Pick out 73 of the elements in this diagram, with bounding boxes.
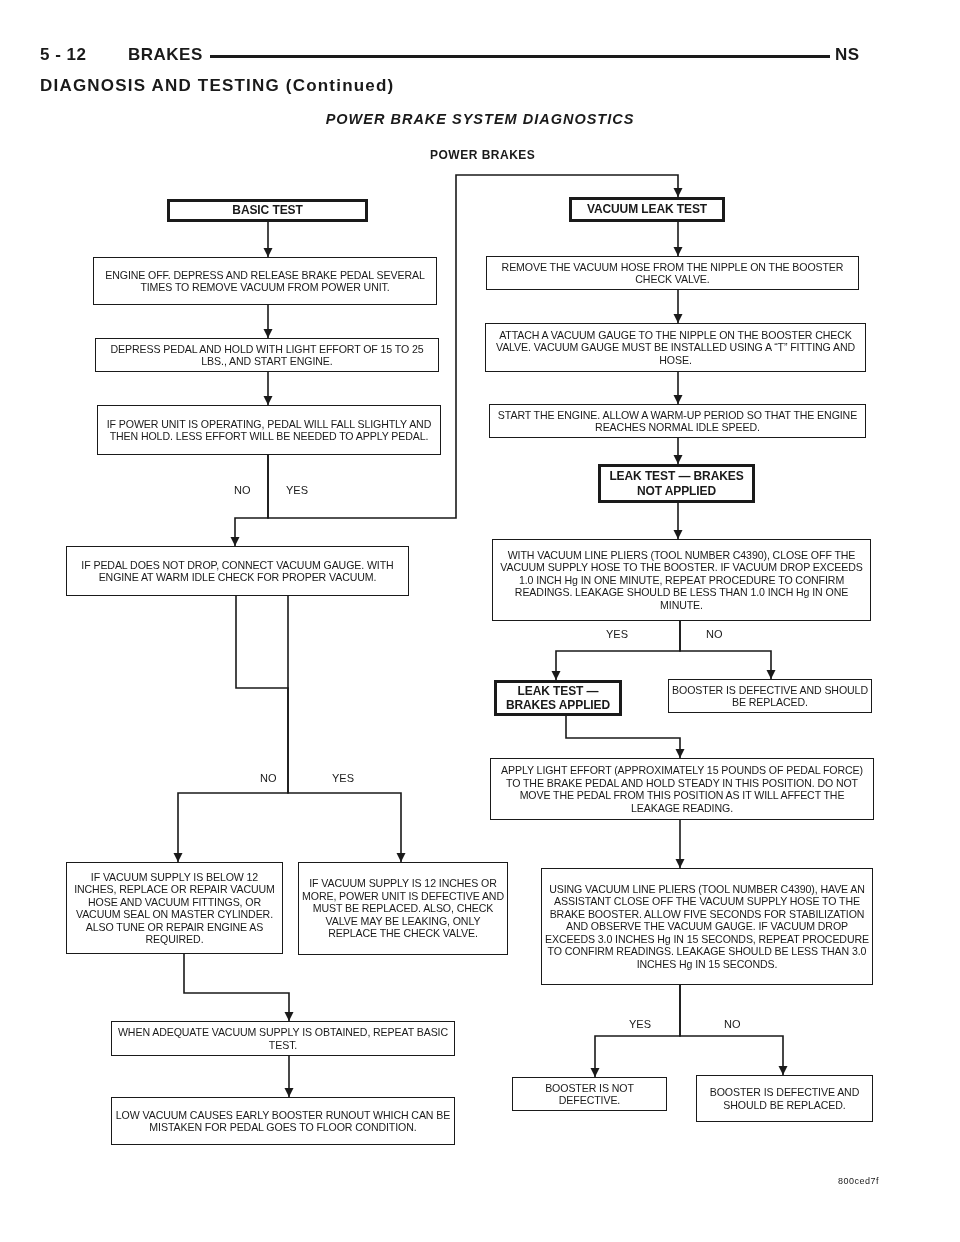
process-box (512, 1077, 667, 1111)
process-box (492, 539, 871, 621)
arrow (263, 221, 273, 258)
box-text: BOOSTER IS NOT DEFECTIVE. (544, 1081, 635, 1107)
arrow (183, 953, 294, 1022)
arrow (673, 371, 683, 405)
box-text: START THE ENGINE. ALLOW A WARM-UP PERIOD SO THAT THE ENGINE REACHES NORMAL IDLE SPEED. (496, 408, 859, 434)
test-heading-box (569, 197, 725, 222)
edge-label: NO (258, 772, 279, 785)
box-text: WHEN ADEQUATE VACUUM SUPPLY IS OBTAINED, REPEAT BASIC TEST. (116, 1026, 449, 1051)
edge-label: NO (722, 1018, 743, 1031)
process-box (111, 1021, 455, 1056)
arrow (673, 221, 683, 257)
arrow (263, 371, 273, 406)
process-box (485, 323, 866, 372)
section-header: BRAKES (128, 45, 203, 65)
edge-label: YES (604, 628, 630, 641)
process-box (97, 405, 441, 455)
chart-heading: POWER BRAKES (430, 148, 536, 162)
section-subheading: DIAGNOSIS AND TESTING (Continued) (40, 76, 395, 96)
process-box (489, 404, 866, 438)
box-text: WITH VACUUM LINE PLIERS (TOOL NUMBER C4390), CLOSE OFF THE VACUUM SUPPLY HOSE TO THE BOOSTER. IF VACUUM DROP EXCEEDS 1.0 INCH Hg IN ONE MINUTE, REPEAT PROCEDURE TO CONFIRM READINGS. LEAKAGE SHOULD BE LESS THAN 1.0 INCH Hg IN ONE MINUTE. (499, 548, 864, 612)
arrow (263, 304, 273, 339)
box-text: BASIC TEST (232, 203, 303, 218)
arrow (679, 984, 788, 1076)
box-text: LEAK TEST — BRAKES NOT APPLIED (608, 469, 745, 498)
arrow (565, 715, 685, 759)
arrow (267, 174, 683, 519)
diagram-title: POWER BRAKE SYSTEM DIAGNOSTICS (324, 111, 636, 127)
figure-code: 800ced7f (838, 1176, 880, 1186)
process-box (95, 338, 439, 372)
box-text: APPLY LIGHT EFFORT (APPROXIMATELY 15 POUNDS OF PEDAL FORCE) TO THE BRAKE PEDAL AND HOLD STEADY IN THIS POSITION. DO NOT MOVE THE PEDAL FROM THIS POSITION AS IT WILL AFFECT THE LEAKAGE READING. (500, 764, 864, 814)
box-text: ATTACH A VACUUM GAUGE TO THE NIPPLE ON THE BOOSTER CHECK VALVE. VACUUM GAUGE MUST BE INSTALLED USING A “T” FITTING AND HOSE. (494, 328, 857, 367)
edge-label: YES (330, 772, 356, 785)
box-text: DEPRESS PEDAL AND HOLD WITH LIGHT EFFORT OF 15 TO 25 LBS., AND START ENGINE. (109, 342, 425, 368)
edge-label: NO (704, 628, 725, 641)
box-text: IF POWER UNIT IS OPERATING, PEDAL WILL FALL SLIGHTLY AND THEN HOLD. LESS EFFORT WILL BE NEEDED TO APPLY PEDAL. (105, 417, 433, 443)
box-text: USING VACUUM LINE PLIERS (TOOL NUMBER C4390), HAVE AN ASSISTANT CLOSE OFF THE VACUUM SUPPLY HOSE TO THE BRAKE BOOSTER. ALLOW FIVE SECONDS FOR STABILIZATION AND OBSERVE THE VACUUM GAUGE. IF VACUUM DROP EXCEEDS 3.0 INCHES Hg IN 15 SECONDS, REPEAT PROCEDURE TO CONFIRM READINGS. LEAKAGE SHOULD BE LESS THAN 3.0 INCHES Hg IN 15 SECONDS. (545, 882, 869, 971)
box-text: IF VACUUM SUPPLY IS 12 INCHES OR MORE, POWER UNIT IS DEFECTIVE AND MUST BE REPLACED. ALSO, CHECK VALVE MAY BE LEAKING, ONLY REPLACE THE CHECK VALVE. (302, 877, 504, 940)
model-code: NS (835, 45, 860, 65)
process-box (541, 868, 873, 985)
process-box (490, 758, 874, 820)
box-text: ENGINE OFF. DEPRESS AND RELEASE BRAKE PEDAL SEVERAL TIMES TO REMOVE VACUUM FROM POWER UNIT. (104, 268, 426, 294)
arrow (673, 437, 683, 465)
arrow (679, 620, 776, 680)
arrow (173, 595, 289, 863)
arrow (675, 819, 685, 869)
box-text: IF VACUUM SUPPLY IS BELOW 12 INCHES, REPLACE OR REPAIR VACUUM HOSE AND VACUUM FITTINGS, OR VACUUM SEAL ON MASTER CYLINDER. ALSO TUNE OR REPAIR ENGINE AS REQUIRED. (73, 870, 276, 946)
test-heading-box (494, 680, 622, 716)
process-box (66, 862, 283, 954)
box-text: BOOSTER IS DEFECTIVE AND SHOULD BE REPLACED. (708, 1086, 861, 1111)
page-number: 5 - 12 (40, 45, 87, 65)
test-heading-box (167, 199, 368, 222)
arrow (287, 595, 406, 863)
edge-label: YES (627, 1018, 653, 1031)
test-heading-box (598, 464, 755, 503)
process-box (93, 257, 437, 305)
box-text: LEAK TEST — BRAKES APPLIED (504, 683, 612, 713)
box-text: REMOVE THE VACUUM HOSE FROM THE NIPPLE ON THE BOOSTER CHECK VALVE. (500, 260, 845, 286)
arrow (284, 1055, 294, 1098)
box-text: VACUUM LEAK TEST (586, 202, 708, 217)
box-text: LOW VACUUM CAUSES EARLY BOOSTER RUNOUT WHICH CAN BE MISTAKEN FOR PEDAL GOES TO FLOOR CONDITION. (115, 1108, 451, 1134)
process-box (486, 256, 859, 290)
process-box (66, 546, 409, 596)
edge-label: YES (284, 484, 310, 497)
arrow (673, 289, 683, 324)
edge-label: NO (232, 484, 253, 497)
box-text: BOOSTER IS DEFECTIVE AND SHOULD BE REPLACED. (672, 683, 868, 709)
process-box (298, 862, 508, 955)
box-text: IF PEDAL DOES NOT DROP, CONNECT VACUUM GAUGE. WITH ENGINE AT WARM IDLE CHECK FOR PROPER VACUUM. (80, 558, 395, 584)
arrow (673, 502, 683, 540)
process-box (111, 1097, 455, 1145)
process-box (696, 1075, 873, 1122)
